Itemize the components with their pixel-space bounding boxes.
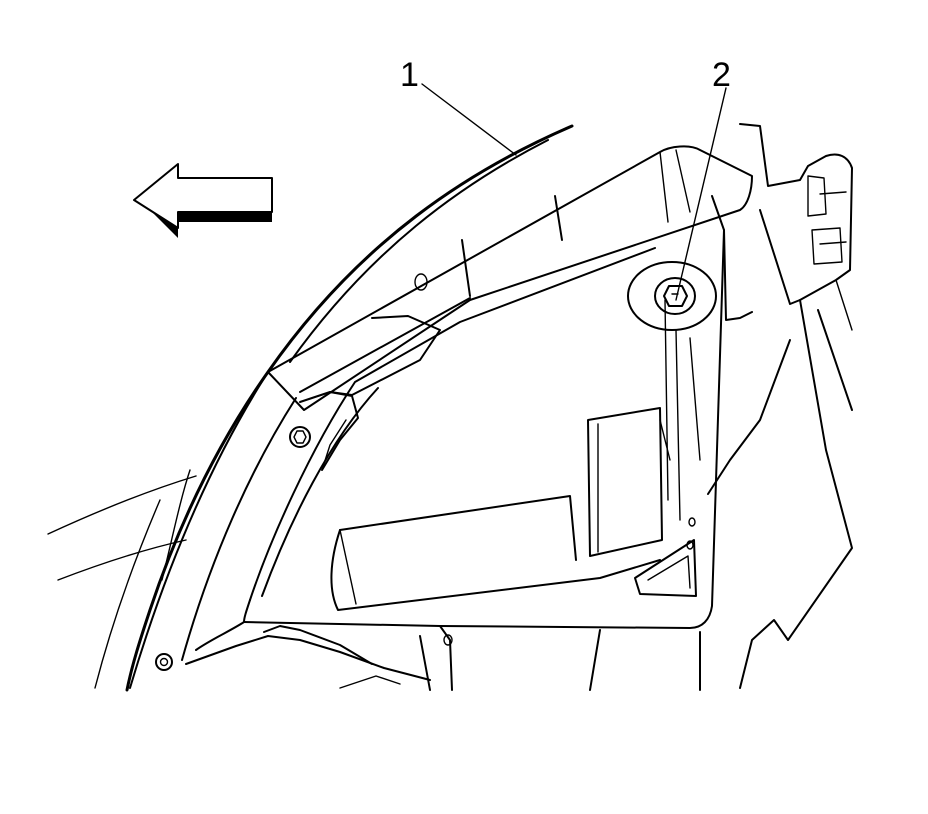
background-lines bbox=[47, 475, 197, 689]
callout-1: 1 bbox=[400, 56, 419, 94]
callout-2: 2 bbox=[712, 56, 731, 94]
upper-trim-strip bbox=[267, 145, 753, 411]
lower-trim-area bbox=[155, 621, 701, 691]
screw-head-left bbox=[289, 426, 311, 448]
inner-trim-panel bbox=[243, 229, 725, 629]
body-outer-curve bbox=[125, 124, 574, 692]
screw-head-lower bbox=[155, 653, 173, 671]
leader-lines bbox=[421, 83, 727, 301]
arrow-left-icon bbox=[133, 163, 273, 238]
fastener-bolt bbox=[627, 261, 717, 331]
right-vertical-trim bbox=[707, 123, 853, 689]
left-clip-bracket bbox=[289, 315, 441, 471]
